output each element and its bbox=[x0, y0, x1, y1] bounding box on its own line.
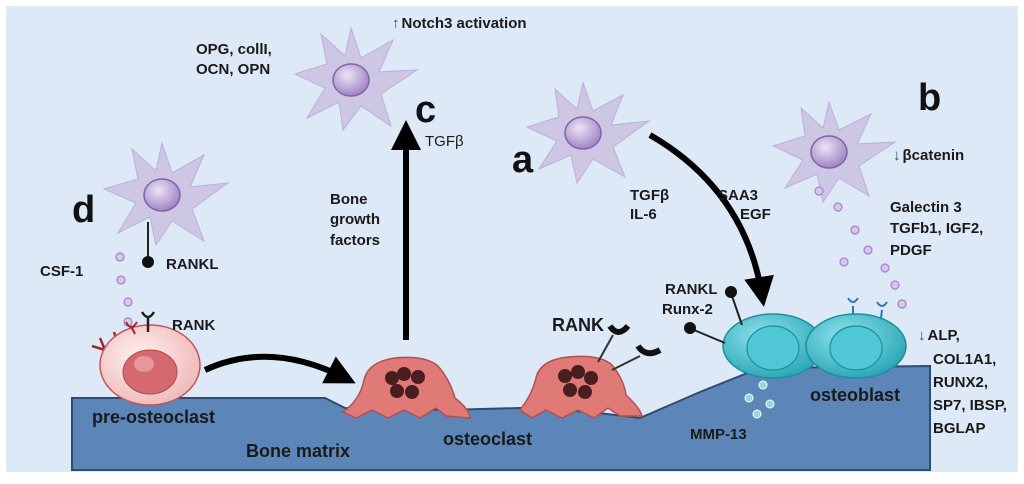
mmp13-vesicles bbox=[744, 380, 775, 419]
osteoblast-receptors bbox=[847, 297, 888, 319]
panel-letter-b: b bbox=[918, 77, 942, 119]
growth-label: growth bbox=[330, 211, 380, 228]
b-genes-line-1: ALP, bbox=[918, 326, 960, 345]
tgfb-c-label: TGFβ bbox=[425, 133, 464, 150]
a-left-line-2: IL-6 bbox=[630, 206, 657, 223]
b-factors-line-3: PDGF bbox=[890, 242, 932, 259]
factors-label: factors bbox=[330, 232, 381, 249]
rankl-ob-label: RANKL bbox=[665, 281, 718, 298]
differentiation-arrow bbox=[203, 353, 356, 384]
bone-matrix-label: Bone matrix bbox=[246, 441, 351, 461]
rank-d-label: RANK bbox=[172, 317, 216, 334]
osteoblast-label: osteoblast bbox=[810, 385, 901, 405]
rank-receptor-2 bbox=[635, 344, 662, 357]
rankl-ligand-ob-1 bbox=[725, 286, 737, 298]
osteoblast-cells bbox=[722, 313, 907, 379]
rankl-ligand-d bbox=[142, 256, 154, 268]
b-genes-line-2: COL1A1, bbox=[933, 351, 997, 368]
osteoclast-label: osteoclast bbox=[443, 429, 533, 449]
osteoclast-right bbox=[518, 355, 643, 419]
bone-matrix bbox=[71, 364, 931, 471]
osteocyte-b bbox=[771, 100, 897, 204]
a-right-line-2: EGF bbox=[740, 206, 771, 223]
b-factors-line-1: Galectin 3 bbox=[890, 199, 962, 216]
b-factors-line-2: TGFb1, IGF2, bbox=[890, 220, 984, 237]
b-genes-line-5: BGLAP bbox=[933, 420, 986, 437]
rank-stalk-1 bbox=[597, 334, 614, 363]
rankl-tether-ob-2 bbox=[693, 329, 726, 344]
rank-mid-label: RANK bbox=[552, 315, 604, 335]
osteocyte-a bbox=[525, 81, 651, 185]
a-right-line-1: SAA3 bbox=[718, 187, 759, 204]
arrow-to-osteoblast bbox=[648, 132, 774, 307]
rankl-d-label: RANKL bbox=[166, 256, 219, 273]
csf1-vesicles bbox=[115, 252, 133, 327]
mmp13-label: MMP-13 bbox=[690, 426, 747, 443]
osteocyte-d bbox=[102, 141, 230, 247]
a-left-line-1: TGFβ bbox=[630, 187, 670, 204]
rankl-ligand-ob-2 bbox=[684, 322, 696, 334]
osteocyte-c bbox=[293, 26, 419, 132]
panel-letter-c: c bbox=[415, 89, 437, 131]
notch3-label: Notch3 activation bbox=[392, 14, 527, 33]
pre-osteoclast-label: pre-osteoclast bbox=[92, 407, 216, 427]
panel-letter-a: a bbox=[512, 139, 534, 181]
bone-label: Bone bbox=[330, 191, 368, 208]
b-genes-line-3: RUNX2, bbox=[933, 374, 989, 391]
osteocyte-b-vesicles bbox=[814, 186, 907, 309]
pre-osteoclast-cell bbox=[91, 311, 201, 406]
runx2-label: Runx-2 bbox=[662, 301, 713, 318]
csf1-label: CSF-1 bbox=[40, 263, 84, 280]
panel-letter-d: d bbox=[72, 189, 96, 231]
b-genes-line-4: SP7, IBSP, bbox=[933, 397, 1007, 414]
rankl-tether-ob-1 bbox=[731, 295, 743, 326]
beta-catenin-label: βcatenin bbox=[893, 146, 965, 165]
c-factors-line-2: OCN, OPN bbox=[196, 61, 271, 78]
c-factors-line-1: OPG, collI, bbox=[196, 41, 272, 58]
rank-stalk-2 bbox=[611, 355, 641, 371]
rank-receptor-1 bbox=[607, 323, 631, 335]
osteoclast-left bbox=[341, 356, 471, 419]
